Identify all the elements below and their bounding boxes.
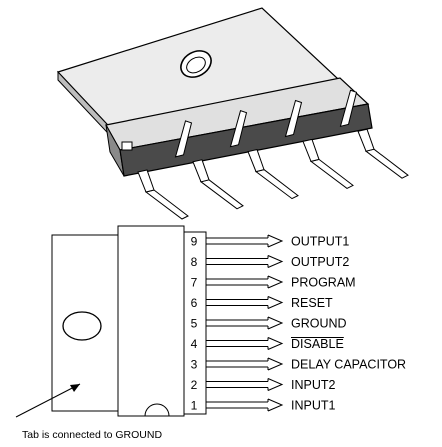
package-lead-segment	[229, 110, 248, 148]
pinout-schematic: 9 OUTPUT1 8 OUTPUT2 7 PROGRAM 6 RESET 5 GROUND 4 DI…	[15, 225, 406, 441]
pin-row: 9 OUTPUT1	[191, 235, 350, 249]
pin-number: 2	[191, 378, 198, 392]
package-lead-tail	[309, 158, 354, 189]
caption-pointer-line	[15, 383, 81, 418]
pin-arrow-icon	[267, 296, 284, 309]
package-lead-segment	[357, 128, 375, 152]
package-lead-segment	[192, 159, 210, 183]
package-lead	[357, 128, 409, 179]
pin-row: 3 DELAY CAPACITOR	[191, 358, 406, 372]
package-lead-tail	[254, 169, 299, 200]
pin-label: OUTPUT1	[291, 235, 349, 249]
package-lead-segment	[247, 149, 265, 173]
pin-arrow-icon	[267, 234, 284, 248]
pin-number: 1	[191, 399, 198, 413]
schematic-tab-hole	[62, 311, 102, 341]
schematic-index-notch	[144, 403, 170, 417]
pin-label: INPUT1	[291, 399, 336, 413]
pin-number: 9	[191, 235, 198, 249]
package-lead-segment	[302, 138, 320, 162]
pin-number: 6	[191, 296, 198, 310]
package-lead	[229, 110, 248, 148]
package-lead-segment	[284, 99, 303, 138]
pin-number: 4	[191, 337, 198, 351]
package-body-side	[119, 103, 373, 177]
pin-arrow-icon	[267, 255, 284, 268]
package-lead-segment	[339, 89, 358, 127]
pin-label: DISABLE	[291, 337, 344, 351]
package-lead	[174, 120, 193, 158]
pin-number: 5	[191, 317, 198, 331]
package-lead-segment	[174, 120, 193, 158]
package-lead	[339, 89, 358, 127]
package-3d-illustration	[56, 7, 409, 220]
schematic-pin-strip	[183, 231, 207, 415]
package-lead-tail	[199, 179, 244, 210]
tab-mounting-hole	[180, 50, 212, 78]
package-lead	[284, 99, 303, 138]
pin-row: 2 INPUT2	[191, 378, 336, 392]
pin-rows: 9 OUTPUT1 8 OUTPUT2 7 PROGRAM 6 RESET 5 GROUND 4 DI…	[191, 235, 406, 413]
package-lead-segment	[137, 169, 155, 193]
pin-number: 7	[191, 276, 198, 290]
package-leads	[137, 89, 409, 220]
package-lead	[192, 159, 244, 210]
package-lead	[302, 138, 354, 189]
pin-label: RESET	[291, 296, 333, 310]
package-lead	[137, 169, 189, 220]
pin-arrow-icon	[267, 337, 284, 350]
pin-label: PROGRAM	[291, 276, 356, 290]
pin-row: 6 RESET	[191, 296, 333, 310]
pin-label: GROUND	[291, 317, 347, 331]
pin-arrow-icon	[267, 378, 284, 391]
pin-row: 1 INPUT1	[191, 399, 336, 413]
pin-row: 4 DISABLE	[191, 337, 344, 351]
pin-label: OUTPUT2	[291, 255, 349, 269]
pin-number: 8	[191, 255, 198, 269]
pin-arrow-icon	[267, 316, 284, 330]
pin-label: INPUT2	[291, 378, 336, 392]
caption-pointer-arrowhead	[70, 384, 80, 392]
package-lead-tail	[144, 189, 189, 220]
pin-arrow-icon	[267, 398, 284, 412]
pin-row: 8 OUTPUT2	[191, 255, 350, 269]
pin-row: 5 GROUND	[191, 317, 347, 331]
package-notch	[121, 141, 133, 151]
pin-arrow-icon	[267, 275, 284, 289]
pin-label: DELAY CAPACITOR	[291, 358, 406, 372]
package-lead	[247, 149, 299, 200]
caption-text: Tab is connected to GROUND	[22, 429, 162, 441]
pin-arrow-icon	[267, 357, 284, 371]
package-lead-tail	[364, 148, 409, 179]
pin-row: 7 PROGRAM	[191, 276, 356, 290]
pin-number: 3	[191, 358, 198, 372]
schematic-body-outline	[117, 225, 185, 417]
